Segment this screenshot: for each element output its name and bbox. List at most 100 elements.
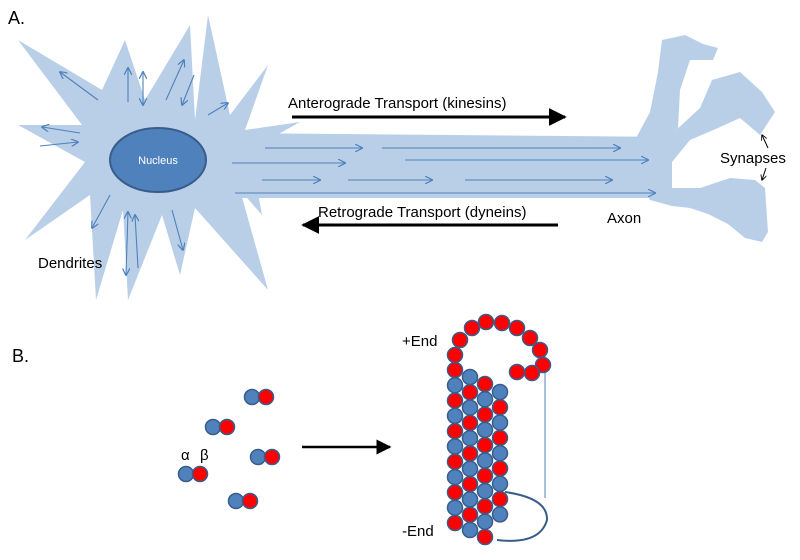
alpha-tubulin-subunit [461,491,479,508]
synapse-pointer [762,167,766,180]
dendrite-transport-arrow [126,212,128,275]
alpha-tubulin-subunit [491,444,509,462]
panel-b-label: B. [12,346,29,366]
beta-tubulin-subunit [461,384,479,401]
beta-tubulin-subunit [491,460,509,477]
alpha-tubulin-subunit [461,460,479,478]
beta-tubulin-subunit [446,514,464,532]
alpha-tubulin-subunit [227,492,245,510]
synapses-label: Synapses [720,150,786,167]
free-tubulin-dimers [177,388,281,510]
axon-label: Axon [607,210,641,227]
alpha-label: α [181,447,190,464]
beta-tubulin-subunit [257,388,275,406]
dendrite-transport-arrow [207,103,228,116]
alpha-tubulin-subunit [446,438,464,455]
synapse-pointer [762,135,769,149]
beta-tubulin-subunit [493,314,511,332]
beta-label: β [200,447,209,464]
beta-tubulin-subunit [508,363,526,381]
alpha-tubulin-subunit [491,506,509,523]
dendrite-transport-arrow [60,72,99,101]
alpha-tubulin-subunit [491,383,509,401]
beta-tubulin-subunit [508,319,526,337]
axon-terminal [648,72,775,162]
axon-shaft [230,133,672,198]
alpha-tubulin-subunit [177,465,195,483]
beta-tubulin-subunit [191,465,209,483]
dendrite-transport-arrow [42,127,81,134]
axon-terminal [635,35,718,148]
alpha-tubulin-subunit [491,414,509,431]
beta-tubulin-subunit [461,414,479,432]
beta-tubulin-subunit [446,361,464,379]
alpha-tubulin-subunit [446,377,464,394]
beta-tubulin-subunit [477,313,495,331]
beta-tubulin-subunit [218,418,236,436]
alpha-tubulin-subunit [243,388,261,406]
dendrite-transport-arrow [182,74,195,105]
beta-tubulin-subunit [463,319,481,337]
beta-tubulin-subunit [446,422,464,440]
beta-tubulin-subunit [461,506,479,523]
microtubule-plus-end-curl [446,313,552,382]
nucleus [109,127,207,193]
beta-tubulin-subunit [446,453,464,471]
microtubule-protofilaments [446,361,509,546]
beta-tubulin-subunit [476,528,494,546]
beta-tubulin-subunit [491,490,509,508]
beta-tubulin-subunit [476,436,494,454]
microtubule [446,313,552,546]
alpha-tubulin-subunit [204,418,222,436]
retrograde-label: Retrograde Transport (dyneins) [318,204,526,221]
beta-tubulin-subunit [446,346,464,364]
beta-tubulin-subunit [476,406,494,423]
alpha-tubulin-subunit [476,452,494,469]
beta-tubulin-subunit [491,429,509,447]
dendrite-transport-arrow [165,60,184,101]
beta-tubulin-subunit [446,484,464,501]
beta-tubulin-subunit [476,498,494,515]
beta-tubulin-subunit [461,475,479,493]
alpha-tubulin-subunit [446,499,464,516]
beta-tubulin-subunit [241,492,259,510]
beta-tubulin-subunit [451,331,469,349]
alpha-tubulin-subunit [476,421,494,439]
beta-tubulin-subunit [476,375,494,393]
alpha-tubulin-subunit [249,448,267,466]
beta-tubulin-subunit [263,448,281,466]
alpha-tubulin-subunit [446,468,464,486]
microtubule-outline [496,491,549,542]
neuron: Nucleus [18,15,775,300]
alpha-tubulin-subunit [461,521,479,539]
dendrite-transport-arrow [92,194,111,228]
alpha-tubulin-subunit [446,407,464,425]
beta-tubulin-subunit [521,329,539,347]
nucleus-label: Nucleus [138,155,178,167]
dendrite-transport-arrow [39,142,78,146]
beta-tubulin-subunit [476,467,494,485]
alpha-tubulin-subunit [476,482,494,500]
alpha-tubulin-subunit [476,391,494,408]
dendrite-transport-arrow [135,215,138,269]
alpha-tubulin-subunit [461,429,479,447]
beta-tubulin-subunit [446,392,464,409]
beta-tubulin-subunit [523,364,541,382]
dendrite-transport-arrow [171,209,183,250]
anterograde-label: Anterograde Transport (kinesins) [288,95,506,112]
alpha-tubulin-subunit [491,475,509,493]
alpha-tubulin-subunit [461,399,479,416]
dendrites-label: Dendrites [38,255,102,272]
transport-arrows [39,60,655,275]
alpha-tubulin-subunit [476,513,494,530]
alpha-tubulin-subunit [461,368,479,386]
minus-end-label: -End [402,523,434,540]
beta-tubulin-subunit [534,356,552,374]
panel-a-label: A. [8,8,25,28]
beta-tubulin-subunit [531,341,549,359]
beta-tubulin-subunit [461,445,479,462]
plus-end-label: +End [402,333,437,350]
beta-tubulin-subunit [491,399,509,416]
axon-terminal [640,178,768,242]
